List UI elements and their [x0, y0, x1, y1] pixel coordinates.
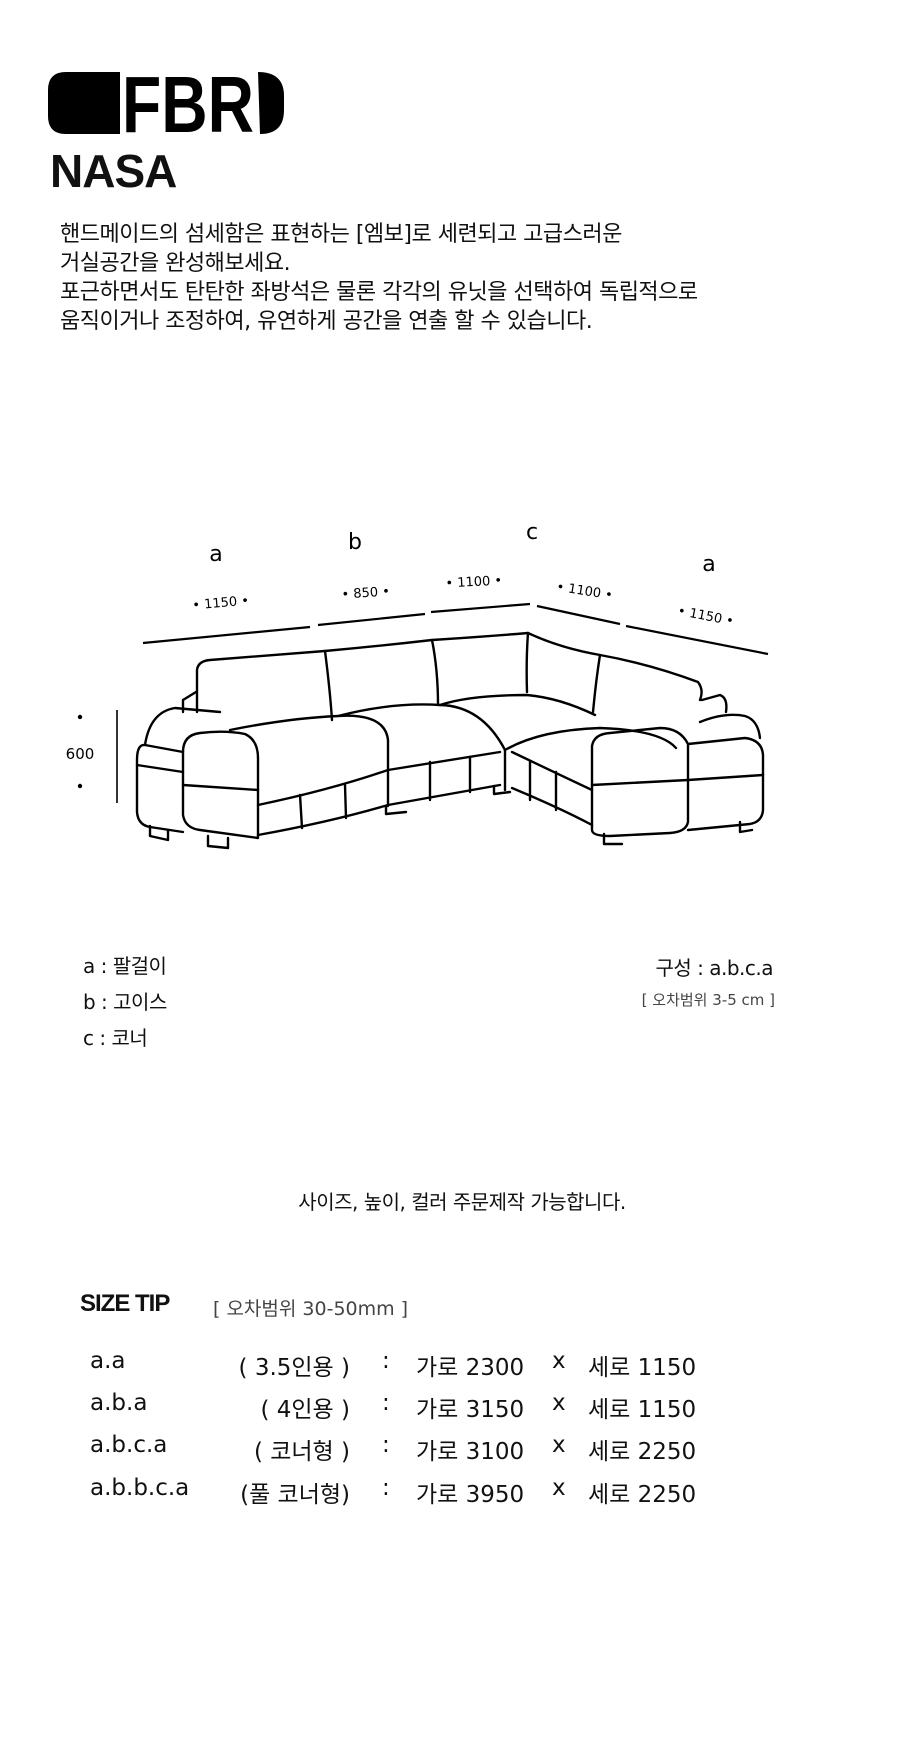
- composition-label: 구성 : a.b.c.a: [655, 956, 773, 980]
- size-type: ( 4인용 ): [260, 1397, 350, 1423]
- size-times: x: [552, 1432, 566, 1458]
- size-type: ( 코너형 ): [253, 1439, 350, 1465]
- dimension-label: • 850 •: [341, 584, 390, 602]
- size-width: 가로 2300: [416, 1355, 525, 1381]
- size-config: a.a: [90, 1348, 126, 1374]
- size-separator: :: [382, 1348, 390, 1374]
- size-config: a.b.c.a: [90, 1432, 168, 1458]
- size-type: (풀 코너형): [240, 1482, 350, 1508]
- module-label: c: [526, 520, 538, 545]
- dimension-label: • 1150 •: [676, 604, 735, 630]
- legend-item-c: c : 코너: [83, 1026, 148, 1050]
- size-times: x: [552, 1390, 566, 1416]
- svg-text:FBR: FBR: [122, 70, 254, 136]
- size-depth: 세로 2250: [588, 1482, 697, 1508]
- dimension-label: • 1100 •: [555, 580, 613, 604]
- module-label: a: [209, 542, 222, 567]
- size-row: a.a ( 3.5인용 ) : 가로 2300 x 세로 1150: [0, 1348, 924, 1382]
- size-width: 가로 3950: [416, 1482, 525, 1508]
- legend-item-b: b : 고이스: [83, 990, 167, 1014]
- size-depth: 세로 1150: [588, 1397, 697, 1423]
- product-title: NASA: [50, 145, 177, 197]
- size-times: x: [552, 1475, 566, 1501]
- module-label: a: [702, 552, 715, 577]
- description-line: 거실공간을 완성해보세요.: [60, 251, 291, 276]
- description-line: 포근하면서도 탄탄한 좌방석은 물론 각각의 유닛을 선택하여 독립적으로: [60, 280, 698, 305]
- size-separator: :: [382, 1475, 390, 1501]
- sofa-illustration: [135, 631, 765, 850]
- fbr-logo: FBR: [48, 70, 284, 136]
- custom-order-note: 사이즈, 높이, 컬러 주문제작 가능합니다.: [298, 1190, 626, 1214]
- size-row: a.b.a ( 4인용 ) : 가로 3150 x 세로 1150: [0, 1390, 924, 1424]
- dimension-label: • 1100 •: [445, 574, 502, 592]
- legend-item-a: a : 팔걸이: [83, 954, 167, 978]
- size-width: 가로 3150: [416, 1397, 525, 1423]
- size-tip-tolerance: [ 오차범위 30-50mm ]: [213, 1298, 409, 1320]
- product-description: 핸드메이드의 섬세함은 표현하는 [엠보]로 세련되고 고급스러운 거실공간을 …: [60, 220, 698, 336]
- size-row: a.b.b.c.a (풀 코너형) : 가로 3950 x 세로 2250: [0, 1475, 924, 1509]
- size-depth: 세로 1150: [588, 1355, 697, 1381]
- size-config: a.b.a: [90, 1390, 148, 1416]
- size-width: 가로 3100: [416, 1439, 525, 1465]
- dimension-label: • 1150 •: [192, 594, 250, 614]
- size-config: a.b.b.c.a: [90, 1475, 190, 1501]
- size-type: ( 3.5인용 ): [238, 1355, 350, 1381]
- size-times: x: [552, 1348, 566, 1374]
- size-separator: :: [382, 1390, 390, 1416]
- module-label: b: [348, 530, 362, 555]
- sofa-dimension-diagram: a b c a • 1150 • • 850 • • 1100 • • 1100…: [66, 520, 769, 850]
- size-separator: :: [382, 1432, 390, 1458]
- description-line: 핸드메이드의 섬세함은 표현하는 [엠보]로 세련되고 고급스러운: [60, 222, 622, 247]
- description-line: 움직이거나 조정하여, 유연하게 공간을 연출 할 수 있습니다.: [60, 309, 593, 334]
- size-tip-title: SIZE TIP: [80, 1290, 170, 1317]
- size-row: a.b.c.a ( 코너형 ) : 가로 3100 x 세로 2250: [0, 1432, 924, 1466]
- dimension-lines: [116, 602, 769, 803]
- size-depth: 세로 2250: [588, 1439, 697, 1465]
- height-label: 600: [66, 745, 95, 763]
- composition-tolerance: [ 오차범위 3-5 cm ]: [641, 991, 775, 1009]
